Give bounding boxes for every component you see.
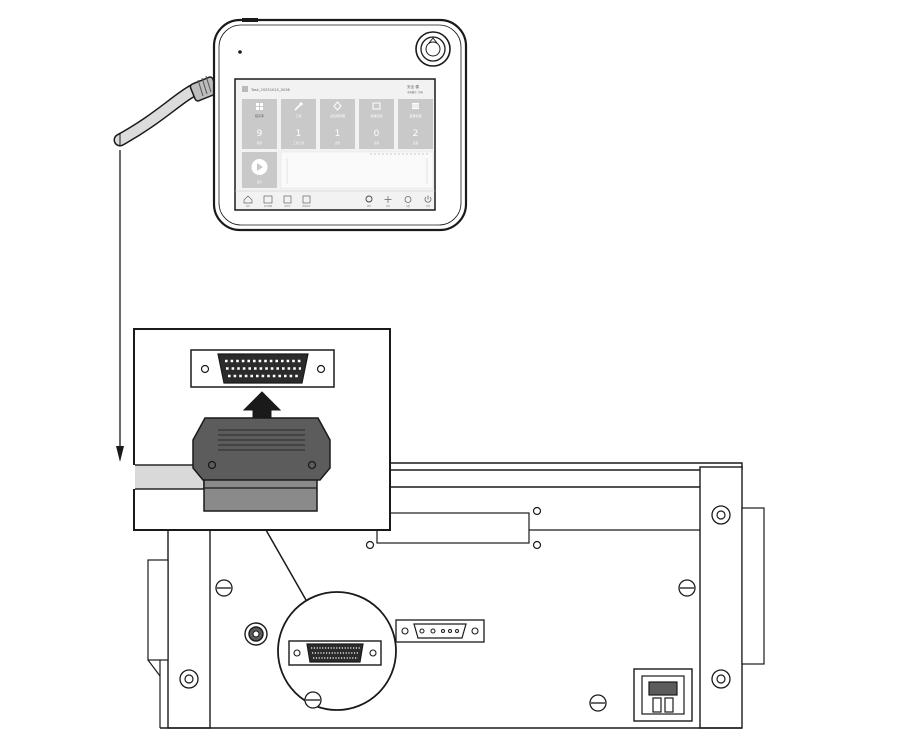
card-label: 变量管理 (409, 113, 421, 118)
home-icon (243, 195, 253, 204)
power-icon (424, 195, 432, 203)
nav-settings[interactable]: 设置 (404, 196, 412, 209)
search-icon (365, 195, 373, 203)
card-sub: 程序 (257, 141, 263, 145)
nav-label: 数据监控 (302, 204, 310, 208)
magnified-port-circle (277, 591, 397, 711)
nav-label: 程序编辑 (264, 204, 272, 208)
emergency-stop-button[interactable] (415, 31, 451, 67)
run-card[interactable]: 运行 (242, 152, 277, 188)
nav-program-edit[interactable]: 程序编辑 (263, 195, 273, 208)
inset-detail-box (133, 328, 391, 531)
inset-cable (133, 464, 205, 490)
card-sub: 应用 (374, 141, 380, 145)
db9-port (395, 619, 485, 643)
nav-label: 设置 (406, 204, 410, 208)
gear-icon (404, 196, 412, 203)
run-label: 运行 (257, 180, 263, 184)
teach-pendant-port (288, 640, 382, 666)
nav-search[interactable]: 搜索 (365, 195, 373, 208)
screw-icon (304, 691, 322, 709)
top-right-sub: 当前模式: 空闲 (407, 90, 424, 94)
nav-label: 程序库 (284, 204, 290, 208)
cable-plug (192, 417, 331, 512)
move-icon (384, 196, 392, 203)
card-value: 0 (374, 129, 380, 139)
card-value: 9 (257, 129, 263, 139)
nav-label: 移动 (386, 204, 390, 208)
nav-program-library[interactable]: 程序库 (283, 195, 292, 208)
card-sub: 点位 (335, 141, 341, 145)
task-name: Task_20251015_0036 (250, 88, 290, 92)
nav-label: 电源 (426, 204, 430, 208)
nav-data-monitor[interactable]: 数据监控 (302, 195, 311, 208)
program-icon (263, 195, 273, 204)
card-label: 点位库管理 (330, 113, 345, 118)
wrench-icon (294, 102, 303, 111)
pendant-cable (113, 75, 219, 147)
card-sub: 变量 (413, 141, 419, 145)
screw-icon (589, 694, 607, 712)
card-sub: 工具/工件 (293, 141, 305, 145)
card-value: 1 (335, 129, 341, 139)
teach-pendant: Task_20251015_0036 安全 模 当前模式: 空闲 程序库 9 程… (212, 18, 468, 232)
mount-hole-icon (711, 505, 731, 525)
card-vision[interactable]: 视觉应用 0 应用 (359, 99, 394, 149)
play-icon (251, 159, 268, 175)
card-tools[interactable]: 工具 1 工具/工件 (281, 99, 316, 149)
nav-label: 首页 (246, 204, 250, 208)
screw-icon (678, 579, 696, 597)
nav-label: 搜索 (367, 204, 371, 208)
status-led (238, 50, 242, 54)
nav-move[interactable]: 移动 (384, 196, 392, 208)
screw-icon (215, 579, 233, 597)
grid-icon (283, 195, 292, 204)
top-right-label: 安全 模 (407, 84, 419, 89)
down-arrow (116, 150, 124, 462)
control-box (147, 462, 765, 729)
card-label: 视觉应用 (370, 113, 382, 118)
inset-port (190, 349, 335, 388)
mount-hole-icon (179, 669, 199, 689)
mount-hole-icon (711, 669, 731, 689)
card-programs[interactable]: 程序库 9 程序 (242, 99, 277, 149)
power-inlet (633, 668, 693, 722)
chart-icon (302, 195, 311, 204)
card-label: 工具 (295, 113, 301, 118)
card-label: 程序库 (255, 113, 264, 118)
card-points[interactable]: 点位库管理 1 点位 (320, 99, 355, 149)
image-icon (372, 102, 381, 110)
nav-power[interactable]: 电源 (424, 195, 432, 209)
content-panel (280, 151, 434, 189)
round-connector (244, 622, 268, 646)
card-value: 1 (296, 129, 302, 139)
diamond-icon (333, 101, 342, 111)
list-icon (412, 103, 419, 109)
menu-icon[interactable] (242, 86, 248, 92)
grid-icon (256, 103, 263, 110)
card-variables[interactable]: 变量管理 2 变量 (398, 99, 433, 149)
card-value: 2 (413, 129, 419, 139)
leader-line (265, 529, 307, 601)
nav-home[interactable]: 首页 (243, 195, 253, 208)
plug-grip-ridges (218, 429, 305, 451)
